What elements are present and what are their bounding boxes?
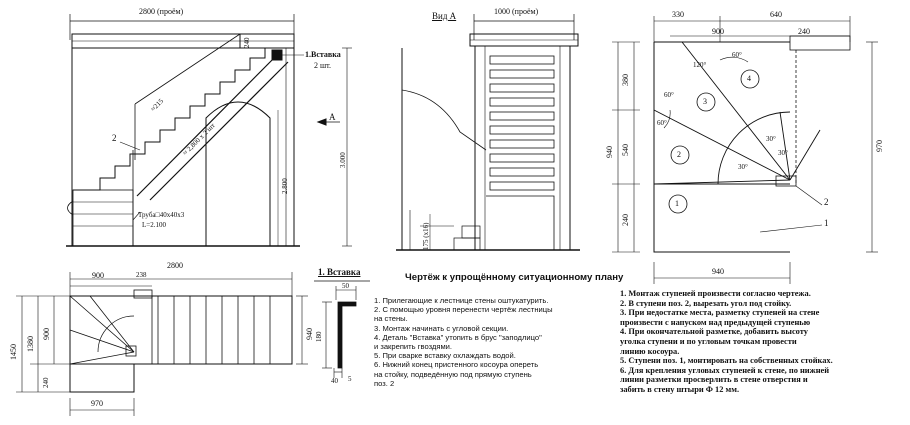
plan-240-top-dim: 240 — [798, 27, 810, 36]
plan-970-bottom-dim: 970 — [91, 399, 103, 408]
note-left: на стойку, подведённую под прямую ступен… — [374, 369, 532, 379]
note-left: поз. 2 — [374, 378, 395, 388]
angle-30-c: 30° — [738, 163, 748, 171]
plan-238-dim: 238 — [136, 271, 147, 279]
side-height-dim: 3.000 — [339, 152, 347, 168]
view-a-title: Вид А — [432, 11, 457, 21]
front-view — [396, 14, 580, 251]
insert-callout: 1.Вставка — [305, 50, 341, 59]
plan-2800-dim: 2800 — [167, 261, 183, 270]
plan-940-r-dim: 940 — [305, 328, 314, 340]
note-right: 4. При окончательной разметке, добавить … — [620, 327, 808, 337]
view-a-arrow-label: А — [329, 112, 336, 122]
note-right: 2. В ступени поз. 2, вырезать угол под с… — [620, 298, 792, 308]
front-step-height-dim: 175 (x16) — [422, 222, 430, 250]
plan-pos1: 1 — [675, 199, 679, 208]
side-elevation — [66, 14, 352, 247]
insert-40-dim: 40 — [331, 377, 338, 385]
angle-30-a: 30° — [766, 135, 776, 143]
winder-plan — [612, 16, 878, 284]
plan-callout-1: 1 — [824, 218, 829, 228]
plan-970-right-dim: 970 — [875, 140, 884, 152]
plan-1450-dim: 1450 — [9, 344, 18, 360]
note-left: на стены. — [374, 314, 408, 324]
bottom-plan — [16, 272, 308, 416]
side-2800-dim: 2.800 — [281, 178, 289, 194]
insert-detail — [314, 280, 370, 378]
side-opening-dim: 2800 (проём) — [139, 7, 184, 16]
plan-900-dim: 900 — [712, 27, 724, 36]
plan-640-dim: 640 — [770, 10, 782, 19]
note-right: линию косоура. — [620, 346, 680, 356]
note-left: 5. При сварке вставку охлаждать водой. — [374, 351, 516, 361]
note-right: забить в стену штыри Ф 12 мм. — [620, 384, 740, 394]
note-right: линии разметки просверлить в стене отвер… — [620, 375, 808, 385]
plan-900-left-dim: 900 — [42, 328, 51, 340]
note-left: 3. Монтаж начинать с угловой секции. — [374, 323, 509, 333]
side-240-dim: 240 — [243, 37, 251, 49]
plan-pos2: 2 — [677, 150, 681, 159]
insert-5-dim: 5 — [348, 375, 352, 383]
insert-qty: 2 шт. — [314, 61, 332, 70]
note-left: 1. Прилегающие к лестнице стены оштукату… — [374, 296, 549, 305]
note-left: 6. Нижний конец пристенного косоура опер… — [374, 360, 539, 370]
note-right: 5. Ступени поз. 1, монтировать на собств… — [620, 356, 833, 366]
notes-right: 1. Монтаж ступеней произвести согласно ч… — [620, 289, 905, 395]
angle-60-a: 60° — [732, 51, 742, 59]
pipe-length: L=2.100 — [142, 221, 166, 229]
plan-380-dim: 380 — [621, 74, 630, 86]
pipe-label: Труба□40x40x3 — [138, 211, 185, 219]
angle-60-c: 60° — [657, 119, 667, 127]
main-title: Чертёж к упрощённому ситуационному плану — [405, 272, 624, 283]
plan-callout-2: 2 — [824, 197, 829, 207]
plan-240-bl-dim: 240 — [42, 377, 50, 389]
plan-540-dim: 540 — [621, 144, 630, 156]
plan-1380-dim: 1380 — [26, 336, 35, 352]
note-left: 4. Деталь "Вставка" утопить в брус "запо… — [374, 332, 542, 342]
front-opening-dim: 1000 (проём) — [494, 7, 539, 16]
note-left: и закрепить гвоздями. — [374, 342, 453, 352]
note-right: 3. При недостатке места, разметку ступен… — [620, 308, 820, 318]
plan-pos3: 3 — [703, 97, 707, 106]
insert-180-dim: 180 — [315, 331, 323, 343]
insert-section-title: 1. Вставка — [318, 267, 361, 277]
plan-940-left-dim: 940 — [605, 146, 614, 158]
note-right: 1. Монтаж ступеней произвести согласно ч… — [620, 289, 811, 298]
angle-120: 120° — [693, 61, 707, 69]
note-right: 6. Для крепления угловых ступеней к стен… — [620, 365, 830, 375]
pos2-side-label: 2 — [112, 133, 117, 143]
note-right: уголка ступени и по угловым точкам прове… — [620, 336, 797, 346]
angle-30-b: 30° — [778, 149, 788, 157]
plan-240-left-dim: 240 — [621, 214, 630, 226]
notes-left: 1. Прилегающие к лестнице стены оштукату… — [374, 296, 599, 388]
plan-pos4: 4 — [747, 74, 751, 83]
note-right: произвести с напуском над предыдущей сту… — [620, 317, 811, 327]
angle-60-b: 60° — [664, 91, 674, 99]
plan-900-bottom-dim: 900 — [92, 271, 104, 280]
plan-330-dim: 330 — [672, 10, 684, 19]
note-left: 2. С помощью уровня перенести чертёж лес… — [374, 305, 553, 315]
plan-940-bottom-dim: 940 — [712, 267, 724, 276]
insert-50-dim: 50 — [342, 282, 349, 290]
